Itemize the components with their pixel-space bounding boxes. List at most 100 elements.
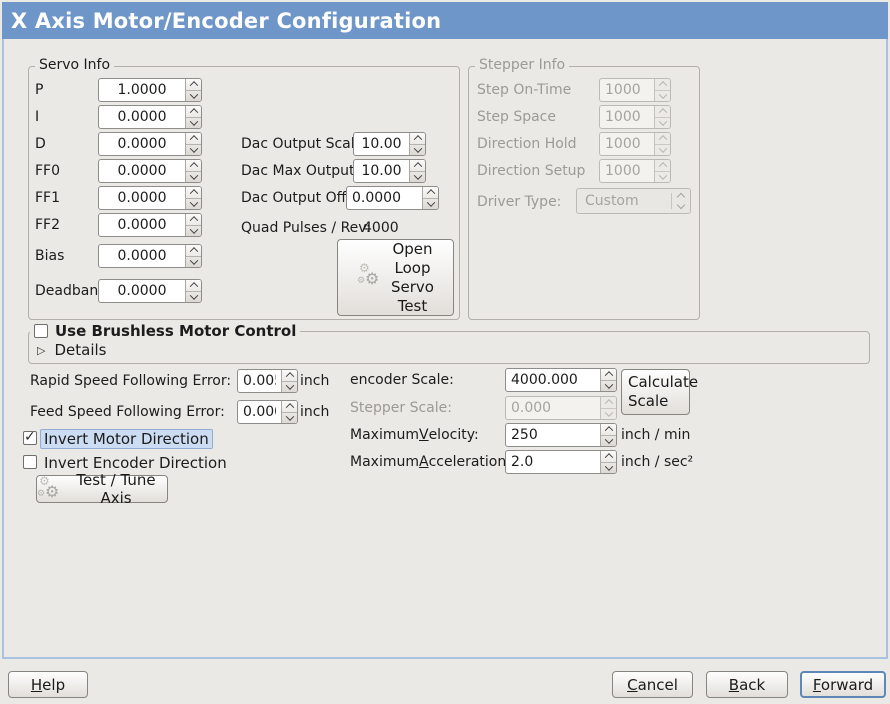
spin-up-button[interactable] <box>410 133 425 144</box>
dac-output-offset-spinbox[interactable] <box>346 186 439 210</box>
forward-button-label: Forward <box>812 675 874 694</box>
spin-down-button[interactable] <box>186 89 201 102</box>
help-button[interactable]: Help <box>8 671 88 698</box>
dac-output-scale-spinbox[interactable] <box>353 132 426 156</box>
back-button-label: Back <box>728 675 766 694</box>
spin-up-button[interactable] <box>423 187 438 198</box>
spin-down-button[interactable] <box>423 197 438 210</box>
spin-down-button[interactable] <box>186 255 201 268</box>
invert-encoder-label-box[interactable]: Invert Encoder Direction <box>44 453 227 472</box>
spin-buttons <box>654 79 670 101</box>
ff1-spinbox[interactable] <box>98 186 202 210</box>
spin-down-button[interactable] <box>186 290 201 303</box>
i-input[interactable] <box>99 106 185 128</box>
spin-up-button[interactable] <box>601 451 616 462</box>
spin-down-button[interactable] <box>186 197 201 210</box>
spin-up-button[interactable] <box>186 187 201 198</box>
calculate-scale-button[interactable]: Calculate Scale <box>621 369 698 415</box>
direction-hold-label: Direction Hold <box>477 136 577 152</box>
stepper-info-frame: Stepper Info Step On-Time Step Space Dir… <box>468 57 700 320</box>
rapid-following-error-input[interactable] <box>238 370 281 392</box>
ff0-input[interactable] <box>99 160 185 182</box>
max-acceleration-spinbox[interactable] <box>505 450 617 474</box>
chevron-updown-icon <box>672 192 690 210</box>
spin-buttons <box>185 245 201 267</box>
spin-up-button[interactable] <box>601 369 616 380</box>
gears-icon: ⚙⚙⚙ <box>37 474 60 501</box>
cancel-button[interactable]: Cancel <box>612 671 693 698</box>
direction-setup-input <box>600 160 654 182</box>
d-spinbox[interactable] <box>98 132 202 156</box>
spin-up-button[interactable] <box>186 214 201 225</box>
spin-down-button[interactable] <box>601 434 616 447</box>
spin-down-button[interactable] <box>601 379 616 392</box>
stepper-scale-label: Stepper Scale: <box>350 400 452 416</box>
spin-down-button[interactable] <box>186 224 201 237</box>
spin-up-button[interactable] <box>186 133 201 144</box>
deadband-spinbox[interactable] <box>98 279 202 303</box>
ff2-spinbox[interactable] <box>98 213 202 237</box>
invert-encoder-checkbox[interactable] <box>23 455 37 469</box>
open-loop-servo-test-button[interactable]: ⚙⚙⚙ Open Loop Servo Test <box>337 239 454 316</box>
rapid-following-error-label: Rapid Speed Following Error: <box>30 373 232 389</box>
back-button[interactable]: Back <box>706 671 788 698</box>
ff1-input[interactable] <box>99 187 185 209</box>
spin-down-button[interactable] <box>410 170 425 183</box>
deadband-input[interactable] <box>99 280 185 302</box>
spin-up-button[interactable] <box>186 160 201 171</box>
details-expander[interactable]: ▷ Details <box>37 341 106 359</box>
rapid-following-error-spinbox[interactable] <box>237 369 298 393</box>
d-label: D <box>35 136 46 152</box>
spin-down-button[interactable] <box>186 143 201 156</box>
dac-output-offset-input[interactable] <box>347 187 422 209</box>
invert-motor-checkbox[interactable] <box>23 429 37 445</box>
forward-button[interactable]: Forward <box>800 671 886 698</box>
bias-input[interactable] <box>99 245 185 267</box>
feed-following-error-input[interactable] <box>238 401 281 423</box>
max-velocity-input[interactable] <box>506 424 600 446</box>
spin-buttons <box>185 280 201 302</box>
spin-down-button[interactable] <box>282 411 297 424</box>
driver-type-select: Custom <box>576 188 691 214</box>
bias-spinbox[interactable] <box>98 244 202 268</box>
dac-max-output-input[interactable] <box>354 160 409 182</box>
i-spinbox[interactable] <box>98 105 202 129</box>
p-input[interactable] <box>99 79 185 101</box>
invert-motor-label-box[interactable]: Invert Motor Direction <box>40 428 213 449</box>
encoder-scale-spinbox[interactable] <box>505 368 617 392</box>
spin-up-button[interactable] <box>410 160 425 171</box>
spin-buttons <box>185 187 201 209</box>
encoder-scale-input[interactable] <box>506 369 600 391</box>
p-spinbox[interactable] <box>98 78 202 102</box>
max-acceleration-input[interactable] <box>506 451 600 473</box>
spin-down-button[interactable] <box>186 170 201 183</box>
ff1-label: FF1 <box>35 190 61 206</box>
expander-arrow-icon: ▷ <box>37 343 46 357</box>
ff2-label: FF2 <box>35 217 61 233</box>
feed-following-error-spinbox[interactable] <box>237 400 298 424</box>
ff0-spinbox[interactable] <box>98 159 202 183</box>
driver-type-value: Custom <box>585 193 639 209</box>
ff2-input[interactable] <box>99 214 185 236</box>
dac-max-output-spinbox[interactable] <box>353 159 426 183</box>
spin-up-button[interactable] <box>186 106 201 117</box>
spin-up-button[interactable] <box>601 424 616 435</box>
driver-type-label: Driver Type: <box>477 194 562 210</box>
spin-down-button[interactable] <box>601 461 616 474</box>
spin-down-button[interactable] <box>410 143 425 156</box>
dac-output-scale-input[interactable] <box>354 133 409 155</box>
spin-down-button[interactable] <box>186 116 201 129</box>
spin-up-button[interactable] <box>186 280 201 291</box>
step-space-spinbox <box>599 105 671 129</box>
use-brushless-checkbox[interactable] <box>34 324 48 338</box>
max-velocity-spinbox[interactable] <box>505 423 617 447</box>
spin-buttons <box>185 79 201 101</box>
spin-up-button[interactable] <box>186 79 201 90</box>
spin-down-button[interactable] <box>282 380 297 393</box>
spin-up-button[interactable] <box>282 370 297 381</box>
spin-up-button <box>601 397 616 408</box>
spin-up-button[interactable] <box>186 245 201 256</box>
spin-up-button[interactable] <box>282 401 297 412</box>
d-input[interactable] <box>99 133 185 155</box>
test-tune-axis-button[interactable]: ⚙⚙⚙ Test / Tune Axis <box>36 471 168 507</box>
